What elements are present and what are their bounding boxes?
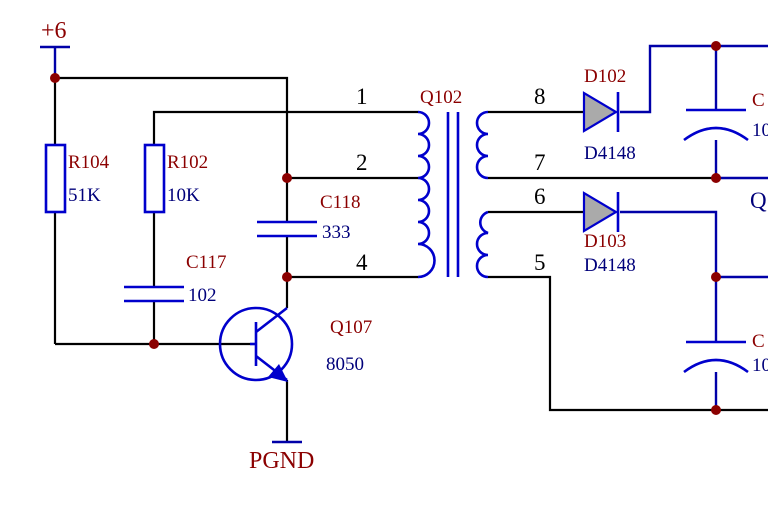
supply-label: +6 [41, 18, 67, 44]
c117-value: 102 [188, 285, 217, 306]
r102-ref: R102 [167, 152, 208, 173]
junction-dots [50, 41, 721, 415]
d103-value: D4148 [584, 255, 636, 276]
pin-1-label: 1 [356, 84, 368, 109]
pin-6-label: 6 [534, 184, 546, 209]
c117-ref: C117 [186, 252, 226, 273]
junction-dot [711, 41, 721, 51]
capacitor-c117 [124, 285, 184, 303]
q107-ref: Q107 [330, 317, 372, 338]
pin-4-label: 4 [356, 250, 368, 275]
capacitor-upper-right [683, 108, 749, 142]
c-lower-value: 10 [752, 355, 768, 376]
d102-ref: D102 [584, 66, 626, 87]
r102-value: 10K [167, 185, 200, 206]
diode-d102 [582, 91, 620, 133]
q102-ref: Q102 [420, 87, 462, 108]
pin-5-label: 5 [534, 250, 546, 275]
c118-value: 333 [322, 222, 351, 243]
d103-ref: D103 [584, 231, 626, 252]
wires [53, 76, 768, 442]
c-upper-ref: C [752, 90, 765, 111]
pin-7-label: 7 [534, 150, 546, 175]
pin-8-label: 8 [534, 84, 546, 109]
ground-label: PGND [249, 448, 314, 474]
c-upper-value: 10 [752, 120, 768, 141]
power-supply-symbol [40, 45, 70, 78]
offpage-q-label: Q [750, 188, 767, 213]
d102-value: D4148 [584, 143, 636, 164]
junction-dot [282, 173, 292, 183]
capacitor-lower-right [683, 340, 749, 374]
emitter-arrow-icon [268, 364, 288, 382]
diode-d103 [582, 191, 620, 233]
pin-2-label: 2 [356, 150, 368, 175]
resistor-r104 [44, 143, 67, 214]
c-lower-ref: C [752, 331, 765, 352]
resistor-r102 [143, 143, 166, 214]
capacitor-c118 [257, 220, 317, 238]
r104-value: 51K [68, 185, 101, 206]
transistor-q107 [218, 306, 294, 382]
transformer-q102 [417, 110, 489, 279]
junction-dot [50, 73, 60, 83]
junction-dot [149, 339, 159, 349]
junction-dot [282, 272, 292, 282]
output-wires [620, 44, 768, 410]
c118-ref: C118 [320, 192, 360, 213]
q107-value: 8050 [326, 354, 364, 375]
junction-dot [711, 405, 721, 415]
junction-dot [711, 173, 721, 183]
r104-ref: R104 [68, 152, 110, 173]
junction-dot [711, 272, 721, 282]
